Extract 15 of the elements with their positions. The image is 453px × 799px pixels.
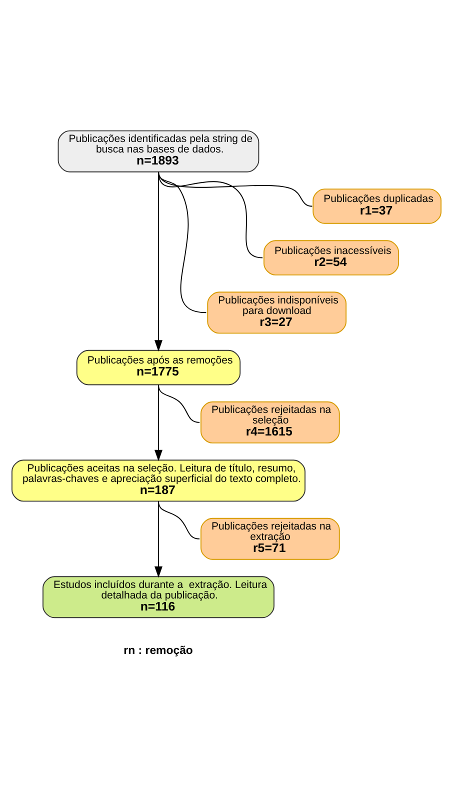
connector xyxy=(158,500,200,539)
node-box: Estudos incluídos durante a extração. Leitura detalhada da publicação. n=116 xyxy=(42,576,274,618)
node-box: Publicações duplicadas r1=37 xyxy=(312,188,442,224)
arrow xyxy=(154,171,162,352)
label: rn : remoção xyxy=(124,644,193,657)
node-box: Publicações após as remoções n=1775 xyxy=(76,349,241,385)
node-box: Publicações aceitas na seleção. Leitura de título, resumo, palavras-chaves e apreciação superficial do texto completo. n=187 xyxy=(11,459,306,502)
node-box: Publicações indisponíveis para download r3=27 xyxy=(207,291,347,334)
arrow xyxy=(154,500,162,578)
node-box: Publicações rejeitadas na extração r5=71 xyxy=(200,517,340,560)
node-box: Publicações rejeitadas na seleção r4=1615 xyxy=(200,400,340,443)
connector xyxy=(158,384,200,422)
arrow xyxy=(154,384,162,461)
node-box: Publicações inacessíveis r2=54 xyxy=(263,240,400,275)
node-box: Publicações identificadas pela string de busca nas bases de dados. n=1893 xyxy=(58,130,260,172)
